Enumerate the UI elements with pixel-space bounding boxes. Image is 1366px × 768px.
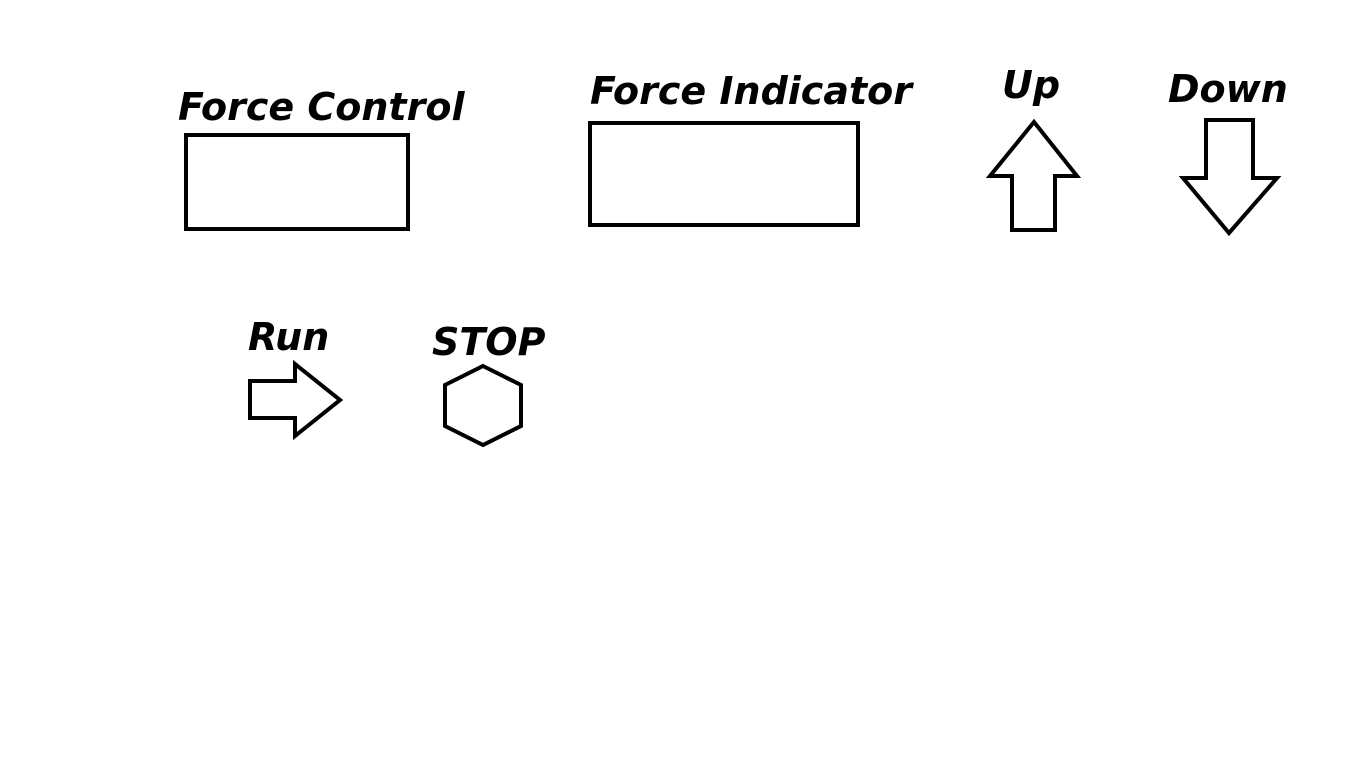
force-control-label: Force Control bbox=[178, 85, 465, 129]
run-label: Run bbox=[248, 315, 330, 359]
stop-label: STOP bbox=[432, 320, 546, 364]
force-control-input[interactable] bbox=[184, 133, 410, 231]
force-indicator-display bbox=[588, 121, 860, 227]
up-label: Up bbox=[1002, 63, 1061, 107]
force-indicator-label: Force Indicator bbox=[590, 69, 912, 113]
down-label: Down bbox=[1168, 67, 1288, 111]
